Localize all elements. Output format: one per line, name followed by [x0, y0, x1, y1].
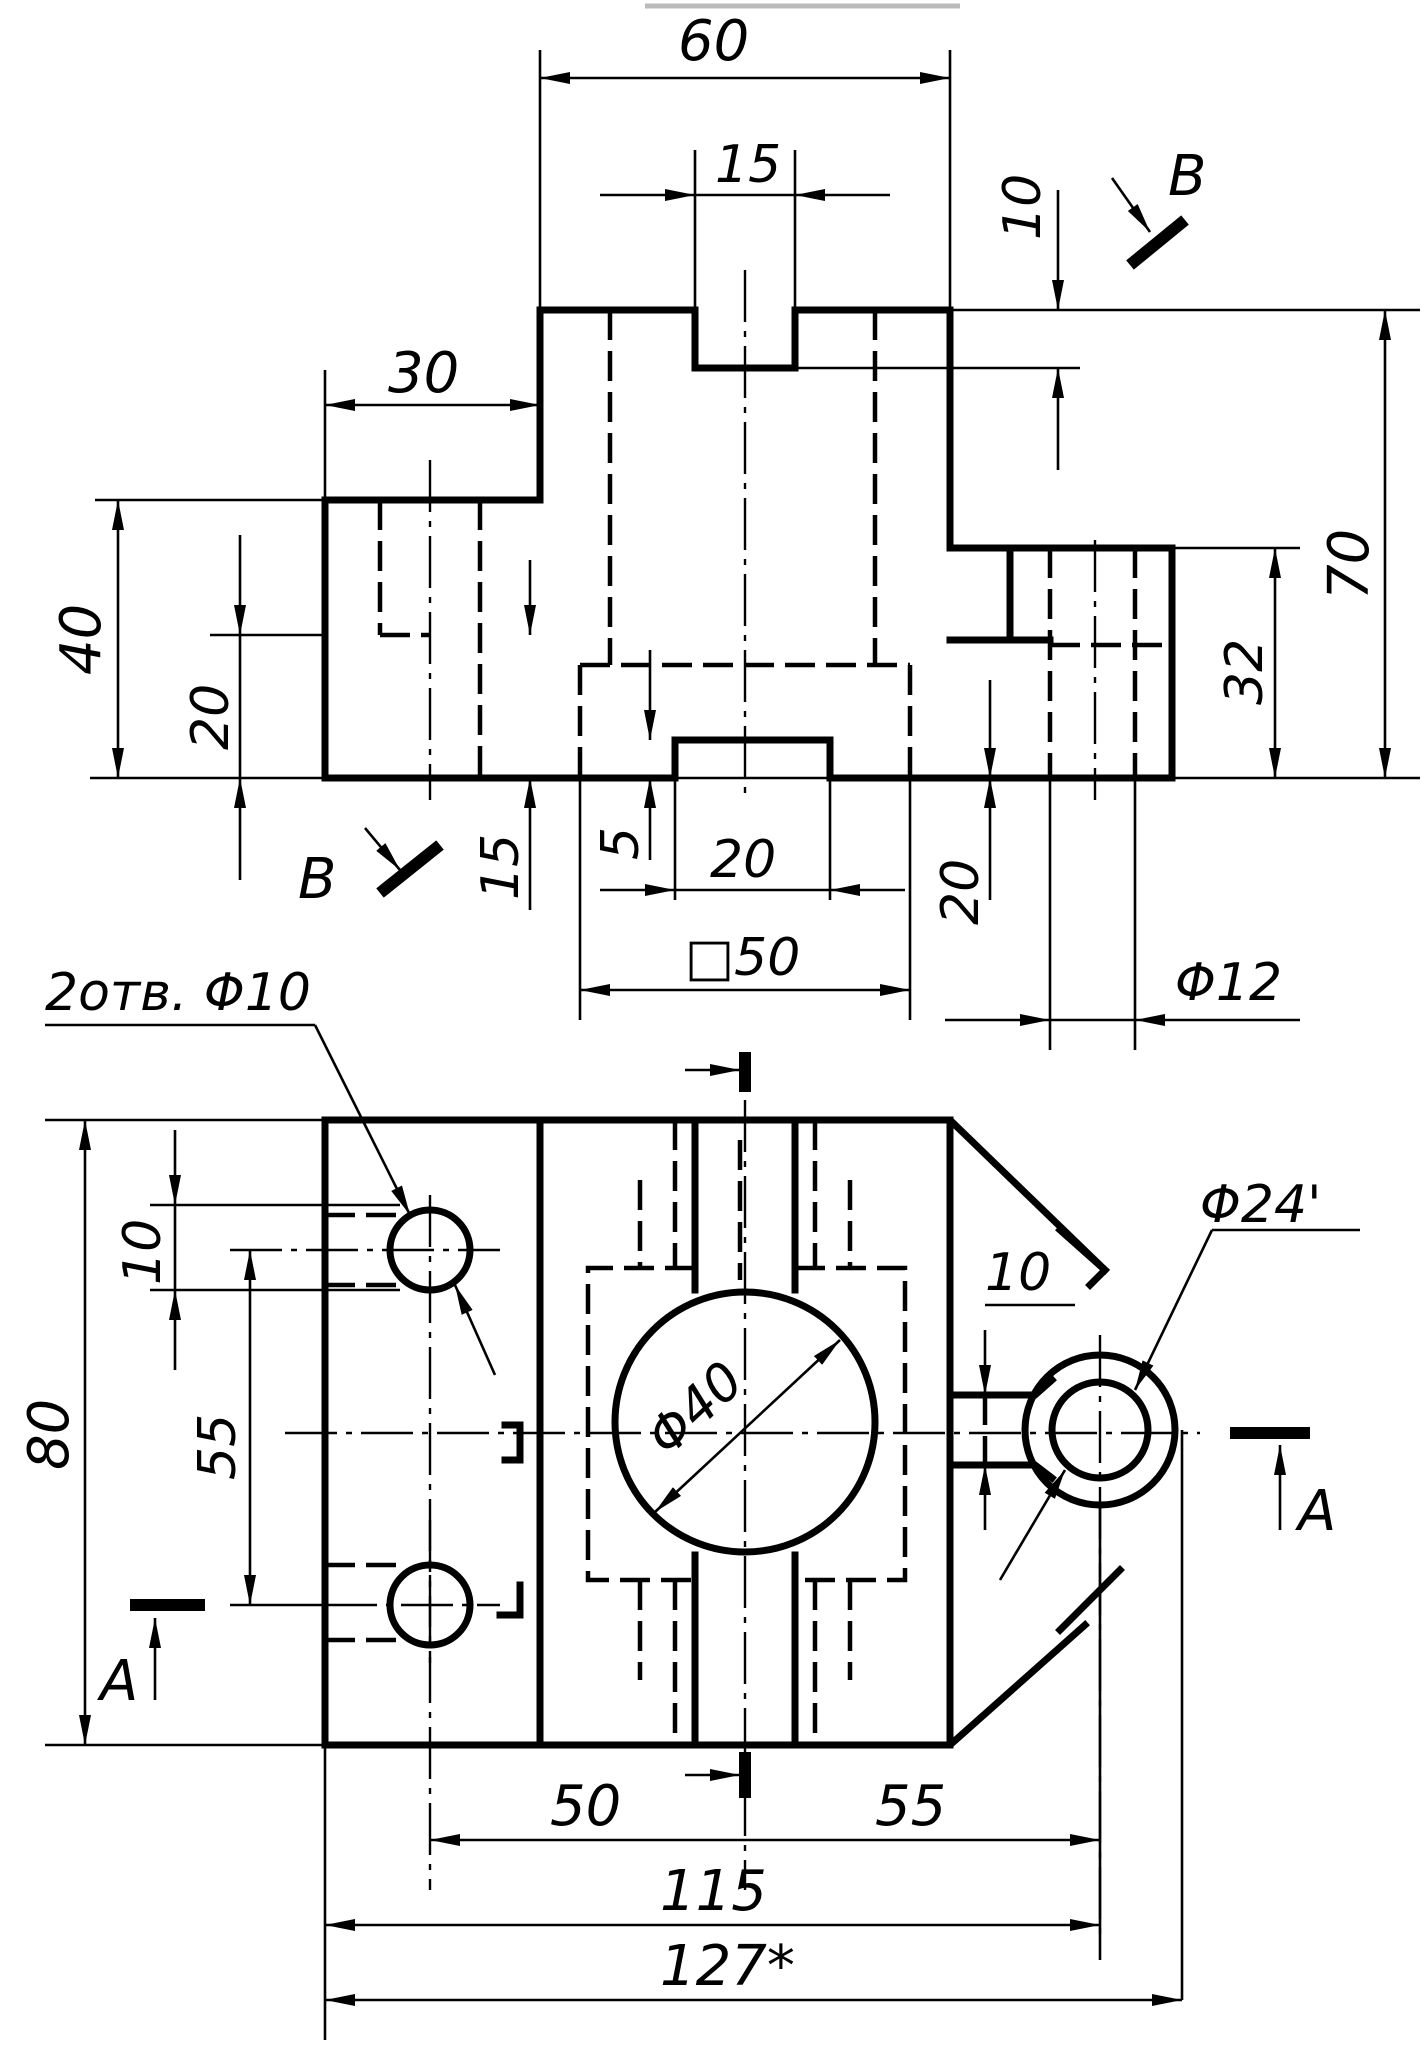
dim-60: 60	[678, 9, 749, 74]
dim-10-plan: 10	[113, 1219, 173, 1285]
dim-10-lug: 10	[985, 1243, 1051, 1303]
plan-dimension-lines	[45, 1023, 1360, 2006]
section-label-a-right: A	[1295, 1479, 1336, 1544]
dim-115: 115	[660, 1859, 767, 1924]
front-center-lines	[428, 270, 1097, 800]
section-marker-plan-top	[685, 1052, 751, 1092]
plan-center-lines	[230, 1100, 1200, 1940]
section-marker-b-left	[364, 827, 444, 898]
dim-30: 30	[388, 341, 459, 406]
front-extension-lines	[90, 50, 1420, 1050]
plan-slot-lines	[691, 1116, 799, 1749]
section-marker-a-left	[130, 1599, 205, 1700]
section-marker-a-right	[1230, 1427, 1310, 1530]
dim-40: 40	[49, 604, 114, 675]
dim-phi-40: Φ40	[636, 1351, 755, 1468]
dim-15-top: 15	[715, 135, 781, 195]
dim-55-horiz: 55	[875, 1774, 946, 1839]
dim-phi-12: Φ12	[1175, 953, 1282, 1013]
front-hidden-lines	[377, 310, 1172, 778]
plan-extension-lines	[45, 1118, 1184, 2040]
dim-holes-phi-10: 2отв. Φ10	[45, 963, 311, 1023]
boss-inner-line	[946, 544, 1054, 644]
plan-hidden-lines	[325, 1120, 908, 1745]
section-label-b-left: B	[298, 847, 336, 912]
section-labels: B B A A	[97, 144, 1336, 1714]
dim-square-50: □50	[685, 928, 800, 988]
dim-10-top: 10	[993, 174, 1053, 240]
dim-phi-24: Φ24'	[1200, 1175, 1321, 1235]
dimension-labels: 60 15 10 30 70 40 20 32 15 5 20 20 □50 Φ…	[17, 9, 1382, 1999]
section-marker-b-top	[1110, 177, 1189, 270]
dim-20-slot: 20	[710, 830, 776, 890]
dim-5: 5	[591, 827, 651, 860]
section-marker-plan-bottom	[685, 1752, 751, 1798]
plan-view	[45, 1023, 1360, 2040]
dim-50: 50	[550, 1774, 621, 1839]
dim-127: 127*	[660, 1934, 795, 1999]
dim-55-vert: 55	[188, 1414, 248, 1480]
dim-32: 32	[1215, 639, 1275, 705]
front-dimension-lines	[112, 72, 1391, 1026]
dim-15-bottom: 15	[471, 834, 531, 900]
section-label-a-left: A	[97, 1649, 138, 1714]
dim-70: 70	[1317, 529, 1382, 600]
dim-80: 80	[17, 1399, 82, 1470]
plan-view-outline	[321, 1116, 1110, 1749]
dim-20-left: 20	[181, 684, 241, 750]
dim-20-right: 20	[931, 859, 991, 925]
section-label-b-top: B	[1168, 144, 1206, 209]
front-view	[90, 50, 1420, 1050]
